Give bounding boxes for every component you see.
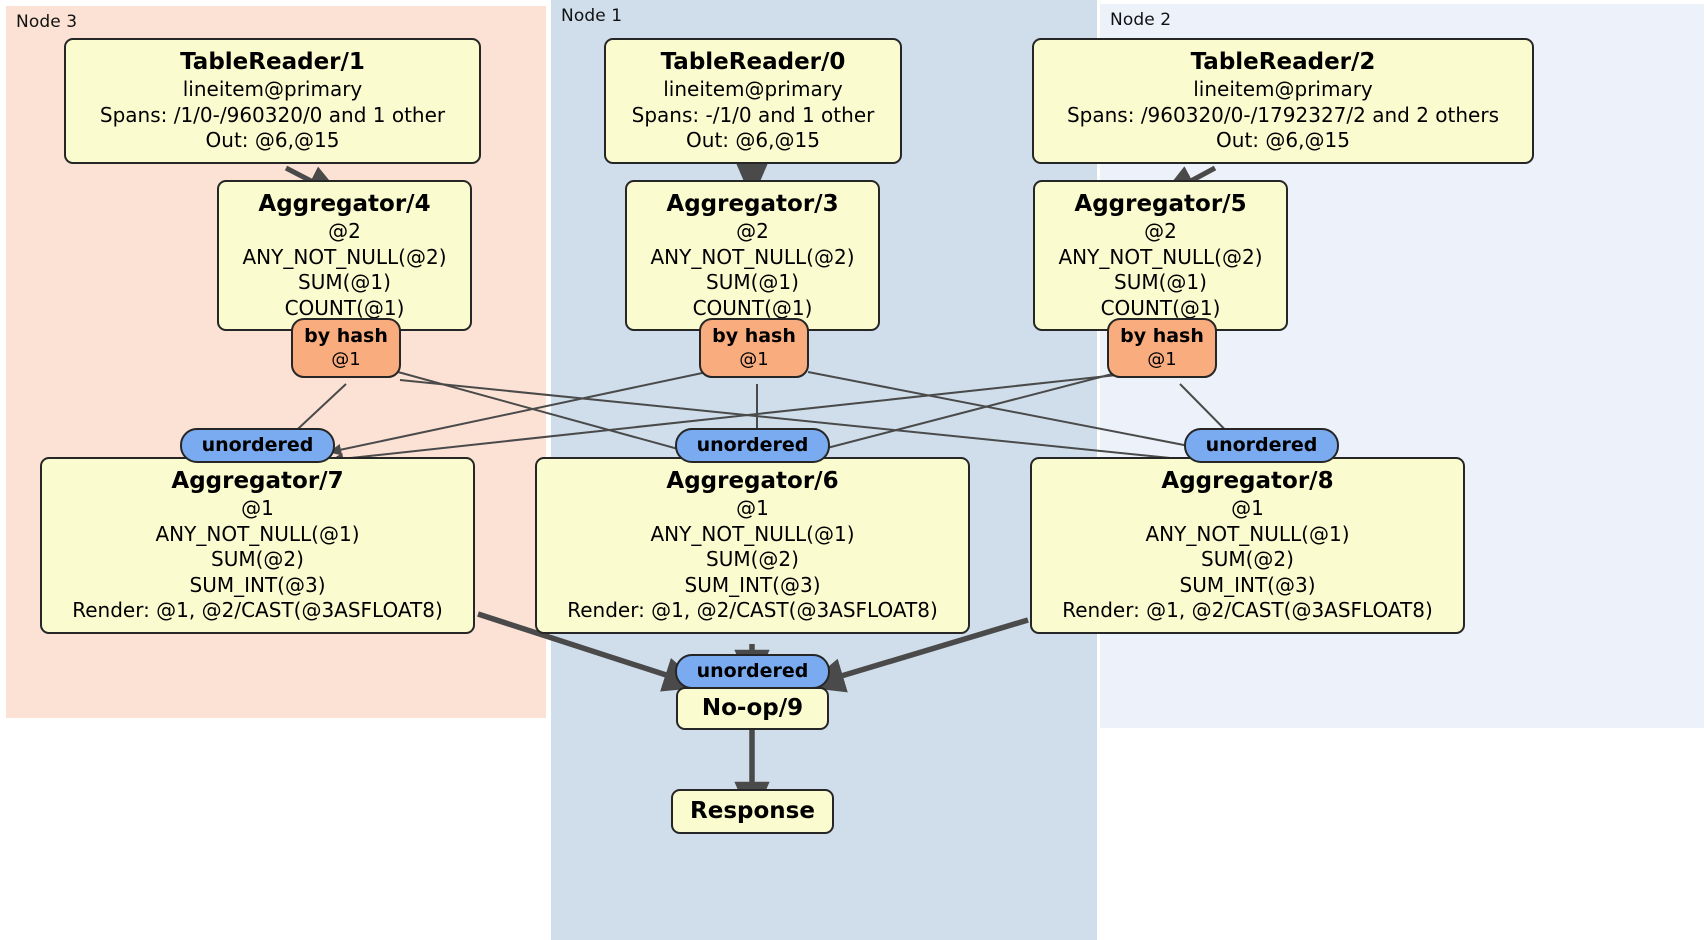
synchronizer-unordered-left[interactable]: unordered [180,428,335,463]
processor-line: lineitem@primary [1193,77,1373,101]
synchronizer-unordered-center[interactable]: unordered [675,428,830,463]
processor-table-reader-0[interactable]: TableReader/0 lineitem@primary Spans: -/… [604,38,902,164]
router-by-hash-right[interactable]: by hash @1 [1107,318,1217,378]
router-by-hash-center[interactable]: by hash @1 [699,318,809,378]
router-column: @1 [739,349,769,370]
synchronizer-label: unordered [696,660,809,682]
router-kind: by hash [712,325,796,347]
processor-line: COUNT(@1) [692,295,813,320]
processor-title: TableReader/1 [180,49,365,75]
router-by-hash-left[interactable]: by hash @1 [291,318,401,378]
processor-line: COUNT(@1) [1100,295,1221,320]
processor-line: Render: @1, @2/CAST(@3ASFLOAT8) [567,598,938,622]
processor-line: Spans: /1/0-/960320/0 and 1 other [99,102,446,127]
processor-aggregator-5[interactable]: Aggregator/5 @2 ANY_NOT_NULL(@2) SUM(@1)… [1033,180,1288,331]
processor-title: No-op/9 [701,695,804,721]
processor-aggregator-3[interactable]: Aggregator/3 @2 ANY_NOT_NULL(@2) SUM(@1)… [625,180,880,331]
processor-table-reader-1[interactable]: TableReader/1 lineitem@primary Spans: /1… [64,38,481,164]
processor-line: SUM_INT(@3) [684,572,821,597]
processor-line: SUM(@1) [1114,270,1207,294]
processor-line: SUM(@2) [1201,547,1294,571]
synchronizer-label: unordered [1205,434,1318,456]
processor-aggregator-6[interactable]: Aggregator/6 @1 ANY_NOT_NULL(@1) SUM(@2)… [535,457,970,634]
router-kind: by hash [1120,325,1204,347]
synchronizer-label: unordered [201,434,314,456]
processor-title: Response [690,798,815,824]
processor-line: SUM_INT(@3) [189,572,326,597]
processor-line: SUM_INT(@3) [1179,572,1316,597]
router-column: @1 [331,349,361,370]
synchronizer-label: unordered [696,434,809,456]
processor-line: Out: @6,@15 [1216,128,1350,152]
processor-title: Aggregator/5 [1074,191,1247,217]
processor-aggregator-7[interactable]: Aggregator/7 @1 ANY_NOT_NULL(@1) SUM(@2)… [40,457,475,634]
processor-line: @2 [328,219,361,243]
processor-line: SUM(@1) [706,270,799,294]
processor-title: Aggregator/7 [171,468,344,494]
processor-line: SUM(@2) [211,547,304,571]
processor-line: ANY_NOT_NULL(@2) [242,244,447,269]
processor-line: @1 [736,496,769,520]
processor-line: @1 [1231,496,1264,520]
processor-line: @1 [241,496,274,520]
processor-line: ANY_NOT_NULL(@2) [650,244,855,269]
processor-title: TableReader/0 [660,49,846,75]
router-kind: by hash [304,325,388,347]
node-region-label-node3: Node 3 [16,12,78,32]
processor-line: lineitem@primary [182,77,363,101]
processor-line: COUNT(@1) [284,295,405,320]
processor-line: ANY_NOT_NULL(@2) [1058,244,1263,269]
node-region-label-node2: Node 2 [1110,10,1172,30]
processor-line: SUM(@2) [706,547,799,571]
processor-aggregator-4[interactable]: Aggregator/4 @2 ANY_NOT_NULL(@2) SUM(@1)… [217,180,472,331]
processor-title: TableReader/2 [1190,49,1376,75]
processor-line: @2 [736,219,769,243]
processor-title: Aggregator/6 [666,468,839,494]
processor-line: @2 [1144,219,1177,243]
processor-line: ANY_NOT_NULL(@1) [155,521,360,546]
processor-line: Spans: -/1/0 and 1 other [631,102,875,127]
synchronizer-unordered-final[interactable]: unordered [675,654,830,689]
processor-table-reader-2[interactable]: TableReader/2 lineitem@primary Spans: /9… [1032,38,1534,164]
processor-line: Spans: /960320/0-/1792327/2 and 2 others [1066,102,1499,127]
processor-response[interactable]: Response [671,789,834,834]
processor-line: Out: @6,@15 [205,128,340,152]
processor-line: SUM(@1) [298,270,391,294]
processor-line: ANY_NOT_NULL(@1) [1145,521,1350,546]
processor-no-op-9[interactable]: No-op/9 [676,687,829,730]
processor-title: Aggregator/8 [1161,468,1334,494]
node-region-label-node1: Node 1 [561,6,623,26]
router-column: @1 [1147,349,1177,370]
processor-line: lineitem@primary [663,77,843,101]
processor-line: Render: @1, @2/CAST(@3ASFLOAT8) [1062,598,1433,622]
processor-title: Aggregator/3 [666,191,839,217]
processor-title: Aggregator/4 [258,191,431,217]
processor-line: ANY_NOT_NULL(@1) [650,521,855,546]
synchronizer-unordered-right[interactable]: unordered [1184,428,1339,463]
processor-aggregator-8[interactable]: Aggregator/8 @1 ANY_NOT_NULL(@1) SUM(@2)… [1030,457,1465,634]
processor-line: Render: @1, @2/CAST(@3ASFLOAT8) [72,598,443,622]
processor-line: Out: @6,@15 [686,128,820,152]
